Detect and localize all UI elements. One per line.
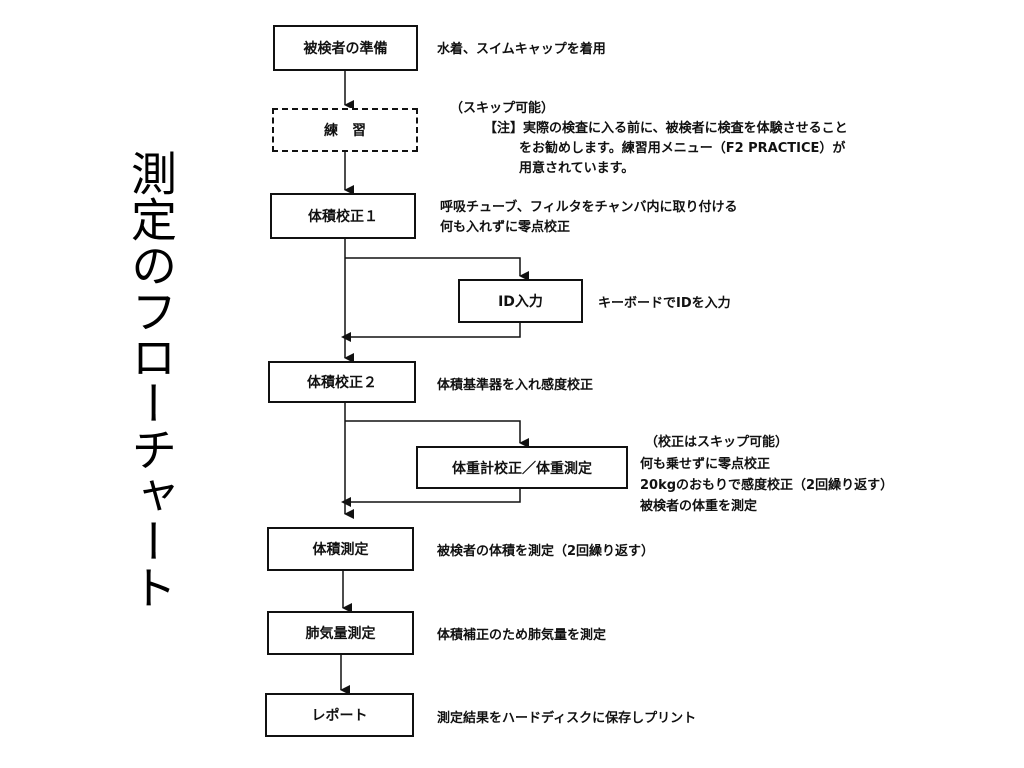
step-practice-box: 練 習: [272, 108, 418, 152]
step-cal1-note-1: 呼吸チューブ、フィルタをチャンバ内に取り付ける: [440, 200, 738, 215]
step-prep-label: 被検者の準備: [303, 41, 388, 57]
step-weight-note-1: （校正はスキップ可能）: [645, 435, 789, 450]
arrow-from-id: [341, 323, 521, 342]
step-volume-label: 体積測定: [312, 542, 369, 558]
step-report-box: レポート: [265, 693, 414, 737]
step-cal2-box: 体積校正２: [268, 361, 416, 403]
step-cal1-note-2: 何も入れずに零点校正: [440, 220, 571, 235]
step-report-note: 測定結果をハードディスクに保存しプリント: [437, 711, 697, 726]
step-practice-note-1: （スキップ可能）: [450, 101, 555, 116]
step-cal1-label: 体積校正１: [308, 209, 378, 225]
step-weight-box: 体重計校正／体重測定: [416, 446, 628, 489]
step-id-box: ID入力: [458, 279, 583, 323]
step-id-note: キーボードでIDを入力: [598, 296, 731, 311]
step-practice-note-3: をお勧めします。練習用メニュー（F2 PRACTICE）が: [519, 141, 846, 156]
step-cal2-note: 体積基準器を入れ感度校正: [437, 378, 594, 393]
step-prep-note: 水着、スイムキャップを着用: [437, 42, 606, 57]
step-weight-note-4: 被検者の体重を測定: [640, 499, 758, 514]
step-id-label: ID入力: [498, 294, 543, 310]
step-cal1-box: 体積校正１: [270, 193, 416, 239]
step-cal2-label: 体積校正２: [307, 375, 377, 391]
step-volume-box: 体積測定: [267, 527, 414, 571]
step-volume-note: 被検者の体積を測定（2回繰り返す）: [437, 544, 655, 559]
step-report-label: レポート: [311, 708, 368, 724]
step-weight-label: 体重計校正／体重測定: [452, 460, 592, 477]
step-lung-note: 体積補正のため肺気量を測定: [437, 628, 607, 643]
step-lung-label: 肺気量測定: [305, 626, 376, 642]
step-practice-label: 練 習: [324, 123, 366, 139]
step-weight-note-2: 何も乗せずに零点校正: [640, 457, 771, 472]
page-title: 測定のフローチャート: [124, 150, 178, 610]
arrow-to-id: [345, 257, 529, 281]
step-practice-note-2: 【注】実際の検査に入る前に、被検者に検査を体験させること: [484, 121, 848, 136]
step-practice-note-4: 用意されています。: [519, 161, 635, 176]
step-weight-note-3: 20kgのおもりで感度校正（2回繰り返す）: [640, 478, 894, 493]
arrow-to-weight: [345, 420, 529, 448]
arrow-from-weight: [341, 489, 521, 507]
step-lung-box: 肺気量測定: [267, 611, 414, 655]
step-prep-box: 被検者の準備: [273, 25, 418, 71]
